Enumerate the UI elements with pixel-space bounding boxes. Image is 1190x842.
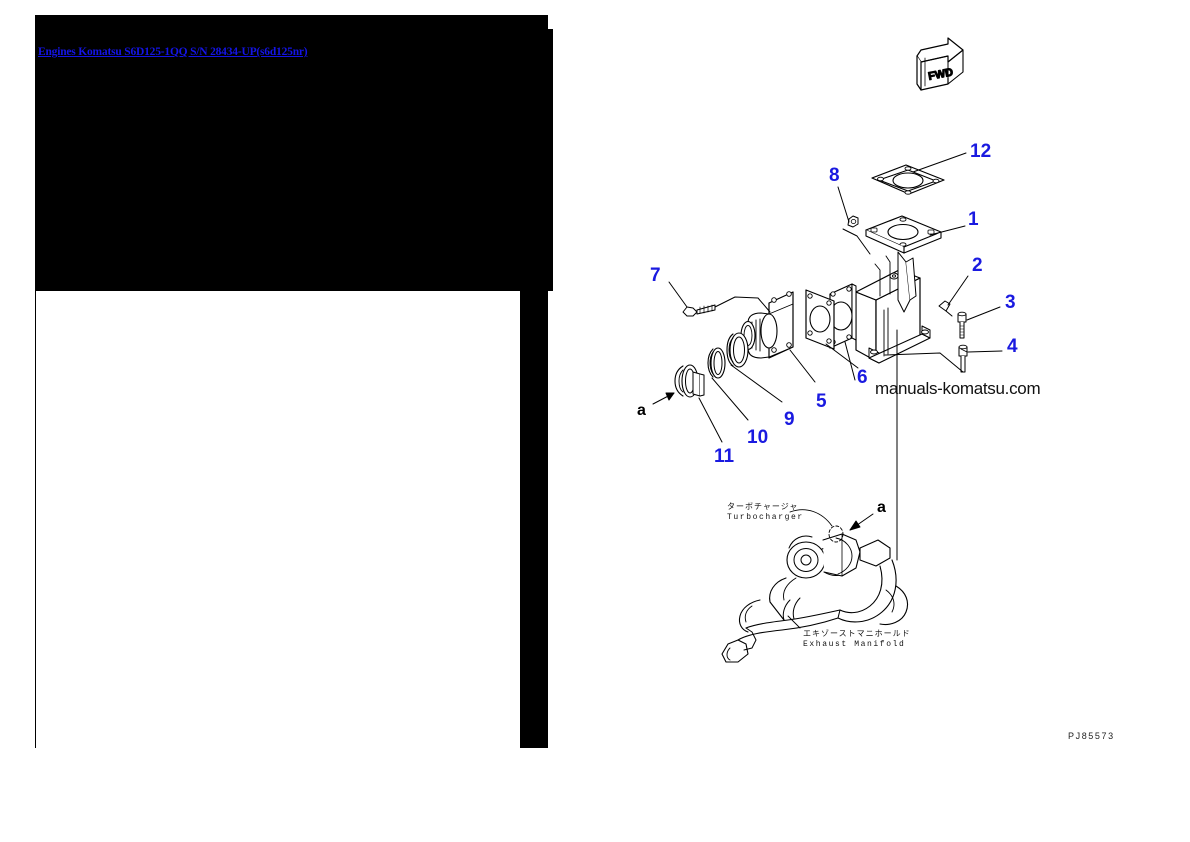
part-9-ring xyxy=(726,332,749,368)
part-3-bolt xyxy=(957,311,967,339)
part-12-gasket xyxy=(871,164,945,195)
callout-5[interactable]: 5 xyxy=(816,391,827,412)
label-exhaust-manifold-jp: エキゾーストマニホールド xyxy=(803,630,911,639)
label-turbocharger: ターボチャージャ Turbocharger xyxy=(727,503,804,523)
part-5-sleeve xyxy=(740,291,794,359)
section-arrow-a-left xyxy=(652,392,675,405)
label-turbocharger-jp: ターボチャージャ xyxy=(727,503,799,512)
callout-10[interactable]: 10 xyxy=(747,427,769,448)
label-turbocharger-en: Turbocharger xyxy=(727,513,804,522)
sheet-border-left xyxy=(35,36,36,748)
callout-6[interactable]: 6 xyxy=(857,367,868,388)
callout-1[interactable]: 1 xyxy=(968,209,979,230)
title-placard xyxy=(36,29,553,291)
label-exhaust-manifold-en: Exhaust Manifold xyxy=(803,640,906,649)
sheet-border-top xyxy=(35,36,535,37)
section-ref-letter-a-left: a xyxy=(637,402,646,419)
part-2-bolt xyxy=(938,300,953,317)
fwd-arrow-icon: FWD xyxy=(916,37,964,91)
part-8-nut xyxy=(847,215,859,228)
part-6-elbow-body xyxy=(829,251,931,364)
page-title-link[interactable]: Engines Komatsu S6D125-1QQ S/N 28434-UP(… xyxy=(38,46,308,58)
detail-view-turbocharger-manifold xyxy=(721,509,909,663)
part-1-connection xyxy=(865,215,942,254)
callout-9[interactable]: 9 xyxy=(784,409,795,430)
callout-2[interactable]: 2 xyxy=(972,255,983,276)
left-panel: Engines Komatsu S6D125-1QQ S/N 28434-UP(… xyxy=(36,29,553,291)
section-ref-letter-a-detail: a xyxy=(877,499,886,516)
callout-11[interactable]: 11 xyxy=(714,446,735,467)
svg-text:FWD: FWD xyxy=(927,66,954,83)
sheet-code: PJ85573 xyxy=(1068,731,1115,741)
part-4-stud xyxy=(958,344,968,373)
callout-12[interactable]: 12 xyxy=(970,141,992,162)
callout-8[interactable]: 8 xyxy=(829,165,840,186)
part-11-clamp xyxy=(674,364,705,398)
label-exhaust-manifold: エキゾーストマニホールド Exhaust Manifold xyxy=(803,630,911,650)
part-10-ring xyxy=(707,347,726,379)
callout-7[interactable]: 7 xyxy=(650,265,661,286)
part-6-gasket-plate xyxy=(805,289,835,350)
parts-diagram-drawing: FWD xyxy=(0,0,1003,842)
watermark: manuals-komatsu.com xyxy=(875,379,1041,398)
callout-3[interactable]: 3 xyxy=(1005,292,1016,313)
scan-artifact-right-bar xyxy=(520,15,548,748)
callout-4[interactable]: 4 xyxy=(1007,336,1018,357)
part-7-bolt xyxy=(682,304,716,317)
scan-artifact-top-bar xyxy=(35,15,548,39)
